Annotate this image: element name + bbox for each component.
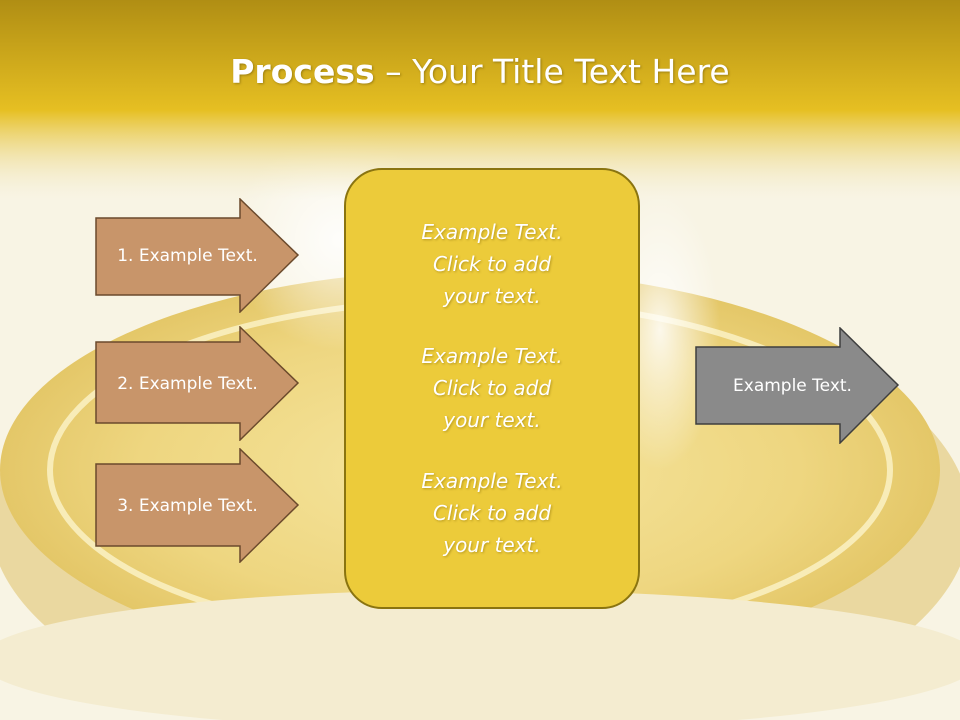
block-line: Example Text.	[421, 220, 563, 245]
block-line: Click to add	[432, 252, 552, 277]
left-arrow-label: 3. Example Text.	[117, 495, 258, 516]
block-line: Example Text.	[421, 468, 563, 493]
right-arrow-icon	[95, 448, 300, 563]
left-arrow-1[interactable]: 1. Example Text.	[95, 198, 300, 313]
block-line: your text.	[443, 532, 541, 557]
center-text-block-2: Example Text. Click to add your text.	[346, 340, 638, 436]
title-rest: – Your Title Text Here	[374, 52, 730, 91]
right-arrow-icon	[95, 198, 300, 313]
slide-title: Process – Your Title Text Here	[0, 52, 960, 91]
center-text-box[interactable]: Example Text. Click to add your text. Ex…	[344, 168, 640, 609]
output-arrow-label: Example Text.	[733, 375, 852, 396]
title-bold: Process	[230, 52, 375, 91]
left-arrow-label: 2. Example Text.	[117, 373, 258, 394]
block-line: Example Text.	[421, 344, 563, 369]
right-arrow-icon	[695, 327, 900, 444]
block-line: your text.	[443, 284, 541, 309]
left-arrow-3[interactable]: 3. Example Text.	[95, 448, 300, 563]
block-line: Click to add	[432, 500, 552, 525]
left-arrow-2[interactable]: 2. Example Text.	[95, 326, 300, 441]
center-text-block-1: Example Text. Click to add your text.	[346, 216, 638, 312]
right-arrow-icon	[95, 326, 300, 441]
left-arrow-label: 1. Example Text.	[117, 245, 258, 266]
block-line: Click to add	[432, 376, 552, 401]
block-line: your text.	[443, 408, 541, 433]
center-text-block-3: Example Text. Click to add your text.	[346, 465, 638, 561]
output-arrow[interactable]: Example Text.	[695, 327, 900, 444]
